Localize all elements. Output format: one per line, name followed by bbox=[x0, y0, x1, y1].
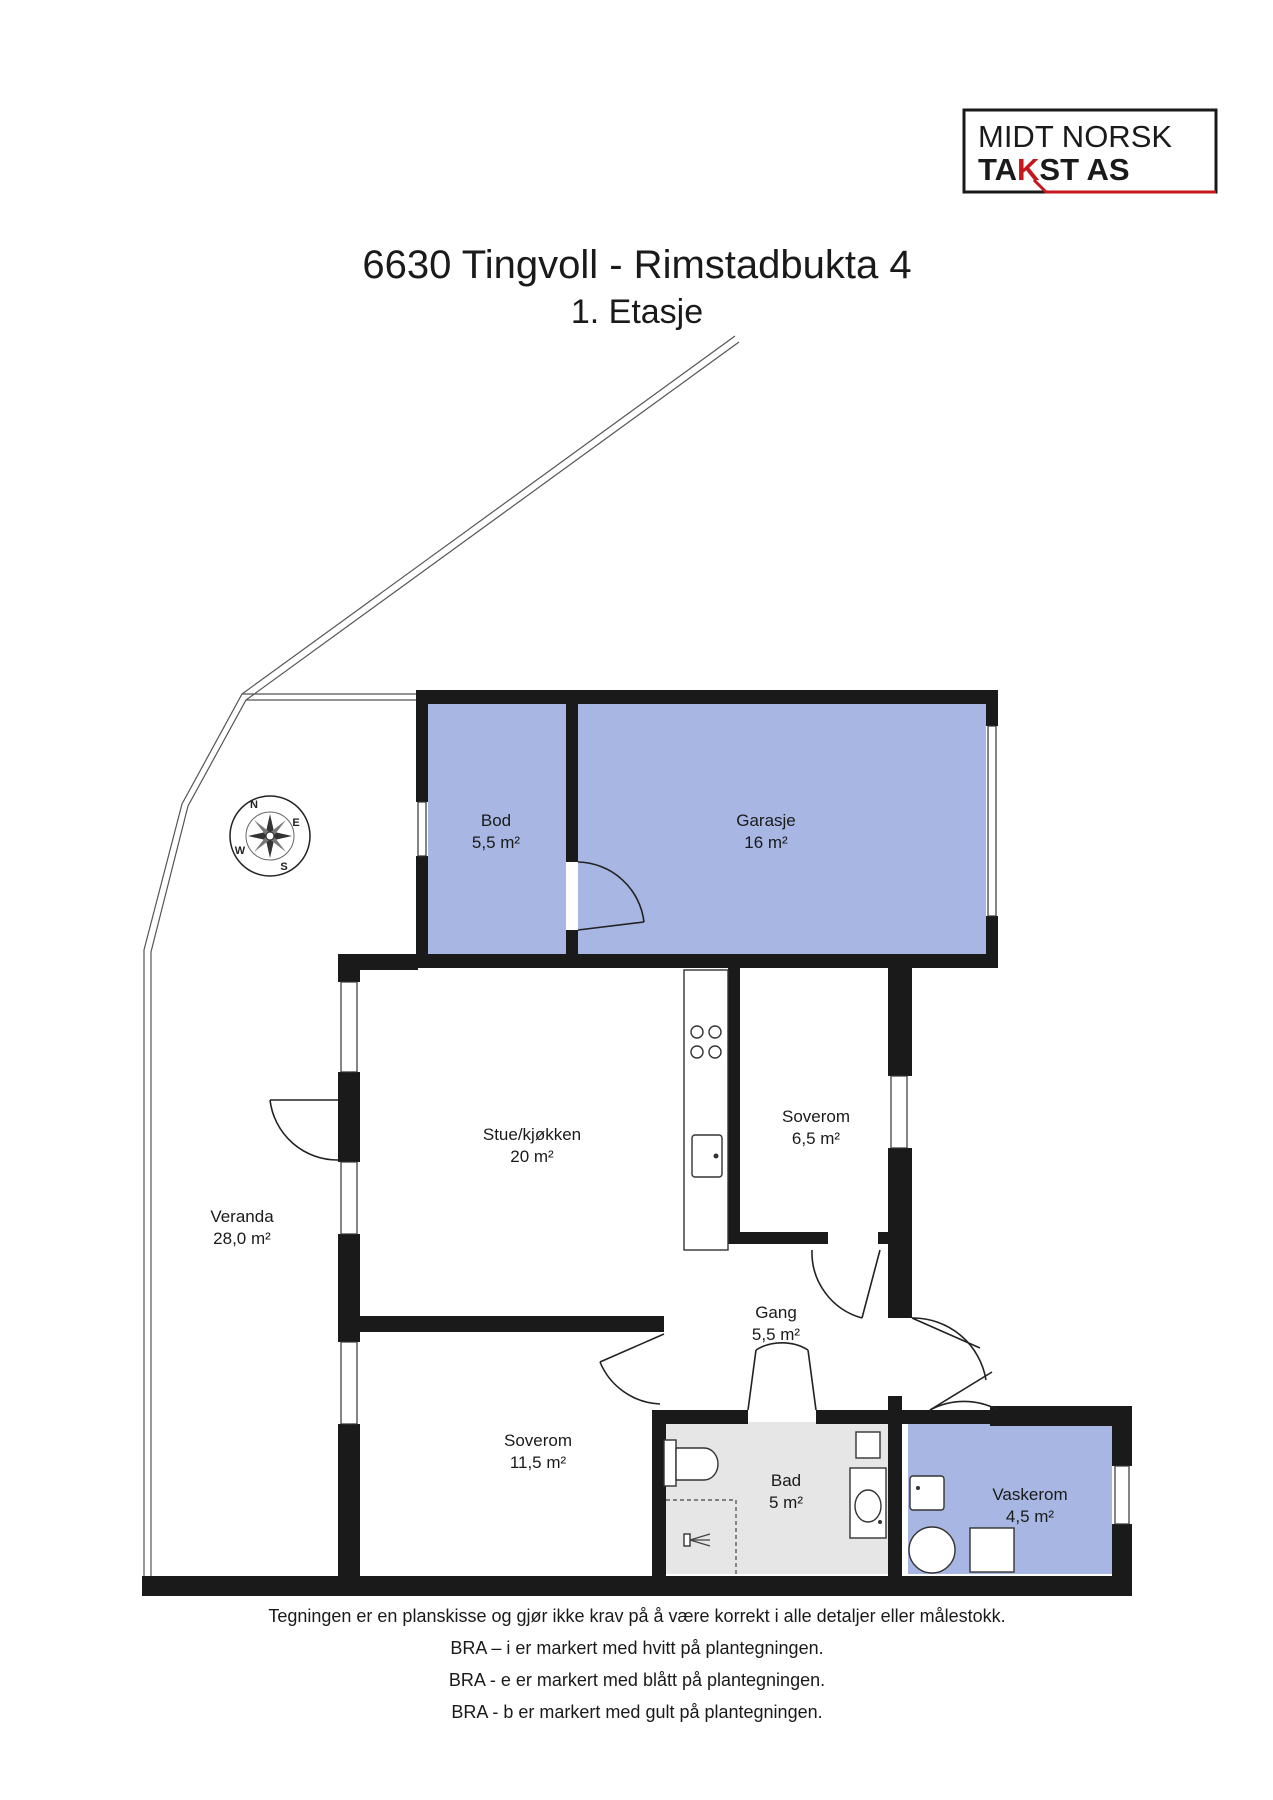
windows bbox=[340, 725, 1130, 1525]
note-bra-b: BRA - b er markert med gult på plantegni… bbox=[451, 1702, 822, 1722]
compass-n: N bbox=[250, 799, 258, 811]
compass-w: W bbox=[235, 845, 246, 857]
logo-line2: TAKST AS bbox=[978, 152, 1130, 187]
bod-floor bbox=[428, 702, 566, 954]
label-garasje-name: Garasje bbox=[736, 811, 796, 830]
note-bra-e: BRA - e er markert med blått på plantegn… bbox=[449, 1670, 825, 1690]
label-veranda-name: Veranda bbox=[210, 1207, 274, 1226]
label-vaskerom-area: 4,5 m² bbox=[1006, 1507, 1055, 1526]
label-soverom-large-area: 11,5 m² bbox=[510, 1453, 567, 1472]
label-bad-area: 5 m² bbox=[769, 1493, 803, 1512]
label-vaskerom-name: Vaskerom bbox=[992, 1485, 1067, 1504]
compass-icon: N E S W bbox=[229, 795, 311, 877]
label-stue-name: Stue/kjøkken bbox=[483, 1125, 581, 1144]
note-disclaimer: Tegningen er en planskisse og gjør ikke … bbox=[268, 1606, 1005, 1626]
bathroom-fixtures bbox=[663, 1431, 887, 1574]
room-labels: Bod 5,5 m² Garasje 16 m² Stue/kjøkken 20… bbox=[210, 811, 1067, 1526]
page-title: 6630 Tingvoll - Rimstadbukta 4 bbox=[362, 243, 911, 287]
walls bbox=[142, 690, 1132, 1596]
note-bra-i: BRA – i er markert med hvitt på plantegn… bbox=[450, 1638, 823, 1658]
label-soverom-small-area: 6,5 m² bbox=[792, 1129, 841, 1148]
doors bbox=[269, 861, 999, 1411]
label-gang-name: Gang bbox=[755, 1303, 797, 1322]
kitchen-counter bbox=[683, 969, 729, 1251]
label-bod-area: 5,5 m² bbox=[472, 833, 521, 852]
label-soverom-large-name: Soverom bbox=[504, 1431, 572, 1450]
footer-notes: Tegningen er en planskisse og gjør ikke … bbox=[268, 1606, 1005, 1722]
veranda-outline bbox=[143, 335, 740, 1584]
garasje-floor bbox=[578, 702, 986, 954]
laundry-fixtures bbox=[908, 1475, 1015, 1574]
compass-s: S bbox=[280, 861, 287, 873]
label-bod-name: Bod bbox=[481, 811, 511, 830]
label-veranda-area: 28,0 m² bbox=[213, 1229, 271, 1248]
compass-e: E bbox=[292, 817, 299, 829]
label-soverom-small-name: Soverom bbox=[782, 1107, 850, 1126]
label-stue-area: 20 m² bbox=[510, 1147, 554, 1166]
logo-line1: MIDT NORSK bbox=[978, 119, 1172, 154]
label-gang-area: 5,5 m² bbox=[752, 1325, 801, 1344]
company-logo: MIDT NORSK TAKST AS bbox=[962, 108, 1218, 194]
page-subtitle: 1. Etasje bbox=[571, 293, 703, 331]
label-garasje-area: 16 m² bbox=[744, 833, 788, 852]
label-bad-name: Bad bbox=[771, 1471, 801, 1490]
